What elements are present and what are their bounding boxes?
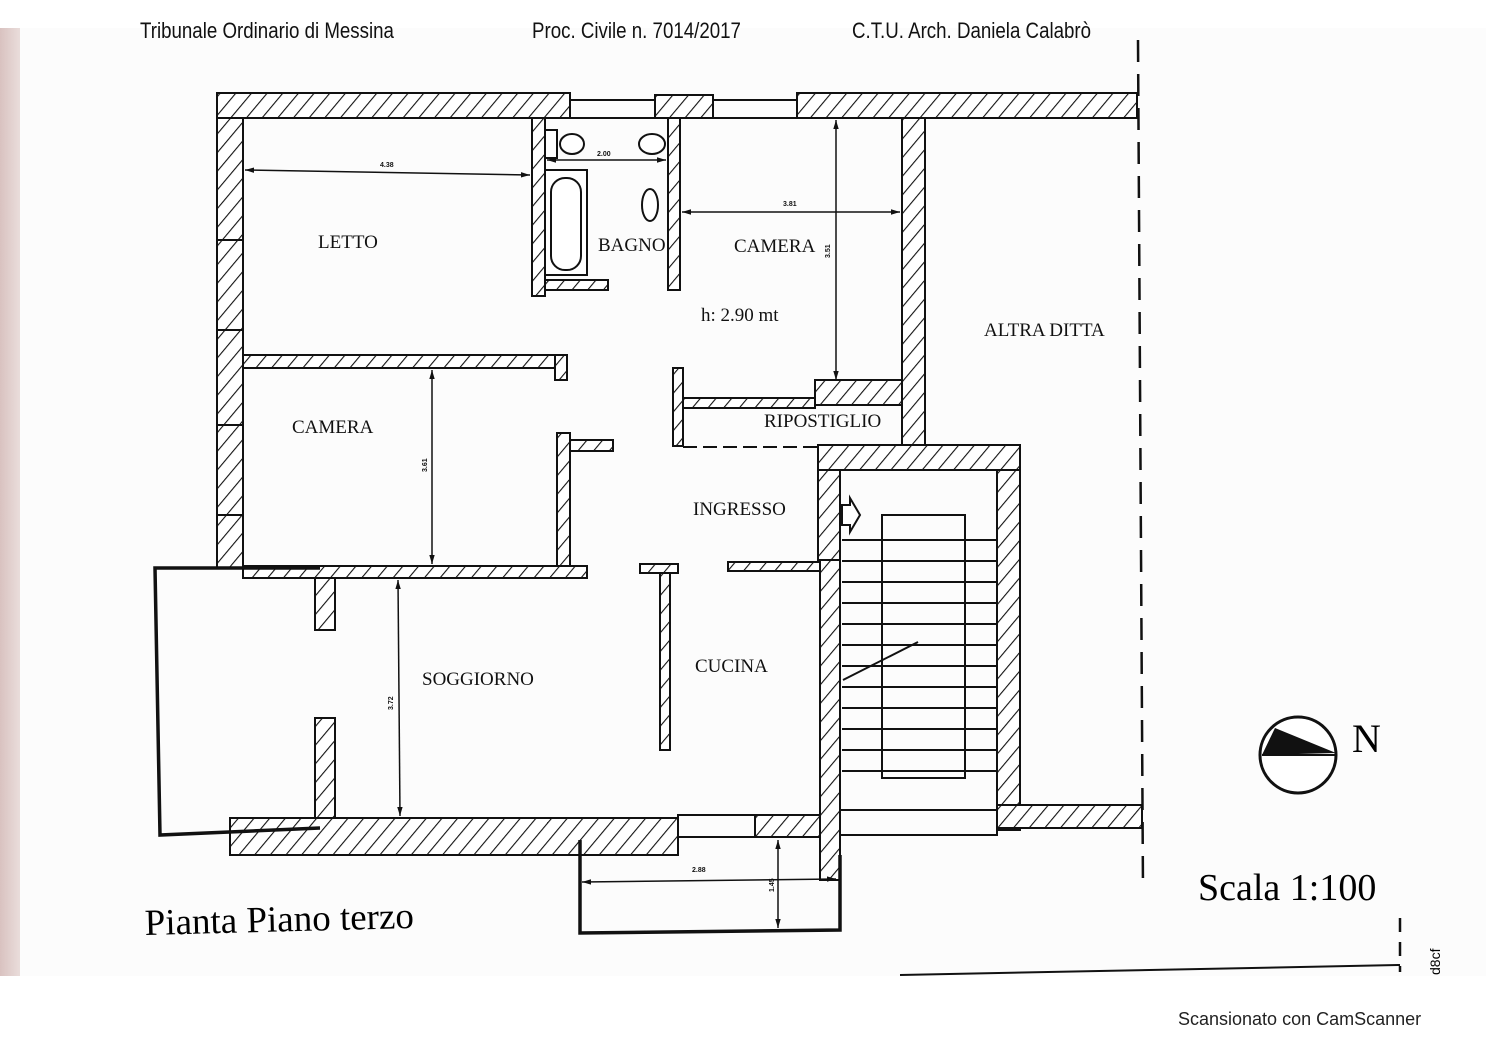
window-top-2 — [712, 99, 798, 119]
room-ingresso: INGRESSO — [693, 499, 786, 520]
wall-bagno-right — [667, 117, 681, 291]
wall-letto-stub — [554, 354, 568, 381]
wall-stair-right — [996, 469, 1021, 831]
stairs — [842, 514, 997, 779]
toilet-icon — [544, 129, 558, 159]
wall-bagno-bottom — [544, 279, 609, 291]
room-bagno: BAGNO — [598, 235, 666, 256]
scan-code: d8cf — [1427, 948, 1443, 975]
left-balcony — [153, 566, 321, 837]
north-label: N — [1352, 716, 1381, 761]
room-cucina: CUCINA — [695, 656, 768, 677]
fixtures — [544, 129, 666, 276]
room-ripostiglio: RIPOSTIGLIO — [764, 411, 881, 432]
wall-camera-right — [901, 117, 926, 446]
dim-letto-width: 4.38 — [380, 162, 394, 169]
wall-ripostiglio-top — [679, 397, 816, 409]
wall-kitchen-divider — [659, 571, 671, 751]
north-compass-icon — [1258, 715, 1338, 795]
room-soggiorno: SOGGIORNO — [422, 669, 534, 690]
walls — [216, 92, 1143, 881]
wall-altra-ditta-bottom — [996, 804, 1143, 829]
outlines — [153, 99, 1137, 935]
header-court: Tribunale Ordinario di Messina — [140, 18, 394, 43]
wall-camera2-right — [556, 432, 571, 567]
wall-top-right — [796, 92, 1138, 119]
wall-ripostiglio-corner — [814, 379, 903, 406]
room-letto: LETTO — [318, 232, 378, 253]
wall-soggiorno-left-top — [314, 577, 336, 631]
plan-title: Pianta Piano terzo — [144, 896, 414, 944]
entrance-arrow-icon — [841, 494, 862, 536]
wall-bottom-right — [754, 814, 821, 838]
wall-cucina-right — [819, 559, 841, 881]
property-boundary-dashed — [1136, 39, 1145, 891]
dim-bagno-width: 2.00 — [597, 151, 611, 158]
room-camera-1: CAMERA — [734, 236, 816, 257]
wall-top-left — [216, 92, 571, 119]
height-note: h: 2.90 mt — [701, 305, 779, 326]
scale-label: Scala 1:100 — [1198, 867, 1376, 909]
wall-bagno-left — [531, 117, 546, 297]
wall-letto-camera — [242, 354, 568, 369]
wall-bottom — [229, 817, 679, 856]
wall-kitchen-top — [727, 561, 821, 572]
wall-soggiorno-left-bottom — [314, 717, 336, 829]
sink-icon — [641, 188, 659, 222]
wall-top-mid — [654, 94, 714, 119]
dim-balcony-width: 2.88 — [692, 867, 706, 874]
wall-stair-top — [817, 444, 1021, 471]
wall-camera-soggiorno — [242, 565, 588, 579]
dim-camera2-depth: 3.61 — [422, 458, 429, 472]
window-top-1 — [569, 99, 656, 119]
dim-camera-depth: 3.51 — [825, 244, 832, 258]
window-stair — [839, 809, 998, 836]
dim-camera-width: 3.81 — [783, 201, 797, 208]
dim-soggiorno-depth: 3.72 — [388, 696, 395, 710]
dim-balcony-depth: 1.45 — [769, 878, 776, 892]
window-bottom — [677, 814, 756, 838]
wall-camera2-stub — [569, 439, 614, 452]
wall-kitchen-divider-cap — [639, 563, 679, 574]
room-camera-2: CAMERA — [292, 417, 374, 438]
header-ctu: C.T.U. Arch. Daniela Calabrò — [852, 18, 1092, 43]
wall-left — [216, 117, 244, 569]
header-case: Proc. Civile n. 7014/2017 — [532, 18, 741, 43]
dimension-lines — [244, 39, 1402, 976]
wall-ripostiglio-left — [672, 367, 684, 447]
room-altra-ditta: ALTRA DITTA — [984, 320, 1105, 341]
bidet-icon — [638, 133, 666, 155]
bottom-balcony — [578, 840, 842, 935]
camscanner-footer: Scansionato con CamScanner — [1178, 1009, 1422, 1029]
